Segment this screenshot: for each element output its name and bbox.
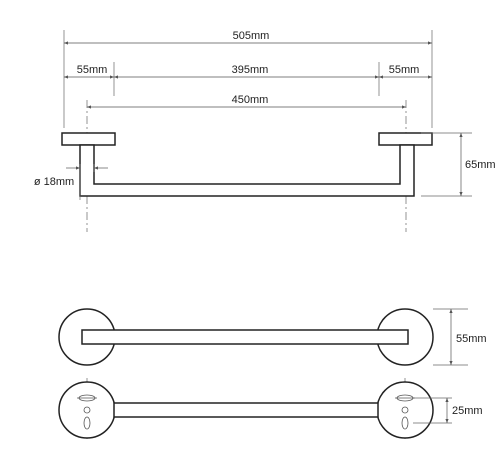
screw-slot-icon bbox=[83, 416, 91, 430]
towel-bar-side-profile bbox=[79, 144, 415, 197]
left-wall-flange bbox=[61, 132, 116, 146]
right-wall-flange bbox=[378, 132, 433, 146]
tube-diameter-label: ø 18mm bbox=[34, 176, 74, 188]
screw-slot-icon bbox=[401, 416, 409, 430]
bar-span-label: 395mm bbox=[232, 64, 269, 76]
towel-bar-mounting bbox=[113, 402, 379, 418]
screw-hole-icon bbox=[401, 406, 409, 414]
projection-label: 65mm bbox=[465, 159, 496, 171]
mount-spacing-label: 25mm bbox=[452, 405, 483, 417]
screw-hole-icon bbox=[83, 406, 91, 414]
post-centers-label: 450mm bbox=[232, 94, 269, 106]
right-offset-label: 55mm bbox=[389, 64, 420, 76]
left-mounting-holes bbox=[77, 394, 97, 430]
towel-bar-top bbox=[81, 329, 409, 345]
overall-length-label: 505mm bbox=[233, 30, 270, 42]
rosette-diameter-label: 55mm bbox=[456, 333, 487, 345]
left-offset-label: 55mm bbox=[77, 64, 108, 76]
side-view: 505mm 55mm 395mm 55mm 450mm ø 18mm 65mm bbox=[34, 30, 496, 232]
mounting-view: 25mm bbox=[58, 378, 483, 442]
top-view: 55mm bbox=[58, 308, 487, 366]
